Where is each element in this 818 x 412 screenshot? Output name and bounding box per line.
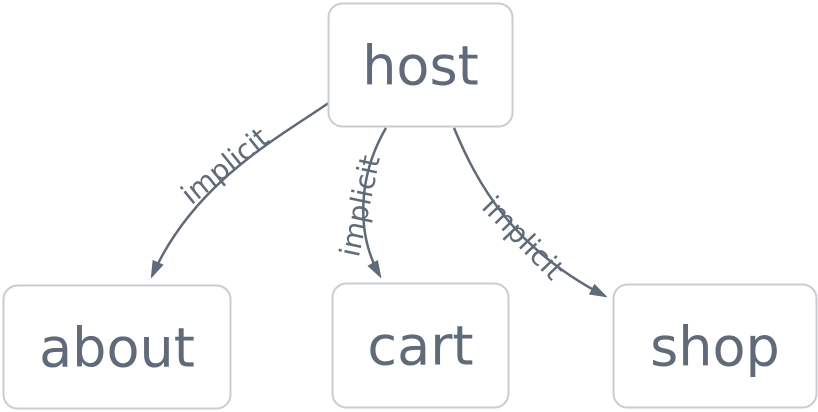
node-host: host: [327, 2, 514, 128]
node-about-box: [2, 284, 232, 410]
node-cart-box: [331, 282, 510, 409]
edge-host-about-label: implicit: [175, 121, 275, 211]
edge-host-about: [150, 100, 331, 279]
node-host-label: host: [362, 35, 479, 98]
edge-host-shop-label: implicit: [476, 190, 571, 287]
node-cart-label: cart: [367, 315, 473, 378]
edge-host-cart: [362, 127, 388, 279]
node-shop-label: shop: [650, 316, 780, 379]
node-about-label: about: [39, 317, 195, 380]
node-about: about: [2, 284, 232, 410]
node-cart: cart: [331, 282, 510, 409]
node-shop-box: [612, 283, 818, 409]
node-host-box: [327, 2, 514, 128]
edge-host-shop: [452, 127, 608, 298]
node-shop: shop: [612, 283, 818, 409]
edges-layer: [150, 100, 608, 298]
edge-host-cart-label: implicit: [333, 152, 387, 259]
